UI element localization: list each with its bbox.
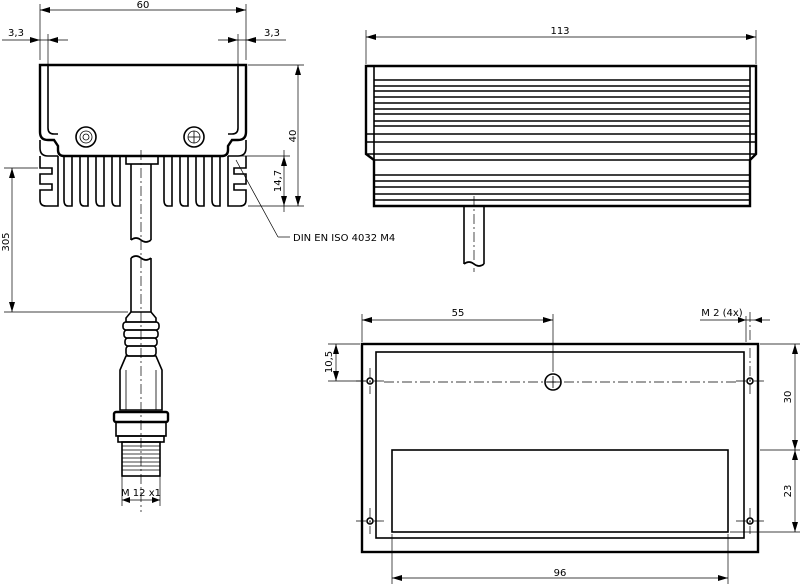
cable bbox=[130, 150, 152, 512]
front-housing-inner bbox=[47, 65, 239, 135]
dim-height-label: 40 bbox=[288, 130, 299, 143]
dim-left-offset-label: 3,3 bbox=[8, 28, 24, 39]
bottom-mount-hole-bl bbox=[356, 508, 384, 534]
bottom-mount-hole-tr bbox=[736, 312, 766, 394]
dim-window-width-label: 96 bbox=[554, 568, 567, 579]
dim-window-width: 96 bbox=[391, 534, 729, 584]
side-view: 113 bbox=[364, 26, 758, 272]
thread-note: DIN EN ISO 4032 M4 bbox=[235, 159, 395, 244]
dim-window-height: 23 bbox=[730, 450, 800, 533]
dim-hole-distance-label: 55 bbox=[452, 308, 465, 319]
side-fins bbox=[366, 79, 756, 201]
dim-hole-distance: 55 bbox=[361, 308, 553, 342]
dim-right-offset: 3,3 bbox=[218, 28, 286, 64]
dim-left-offset: 3,3 bbox=[2, 28, 68, 64]
dim-edge-offset: 10,5 bbox=[324, 343, 366, 382]
dim-screw-note: M 2 (4x) bbox=[700, 308, 770, 342]
dim-connector-thread: M 12 x1 bbox=[121, 476, 161, 506]
thread-note-label: DIN EN ISO 4032 M4 bbox=[293, 233, 395, 244]
dim-screw-note-label: M 2 (4x) bbox=[701, 308, 743, 319]
bottom-cable-hole bbox=[384, 314, 736, 391]
dim-connector-thread-label: M 12 x1 bbox=[121, 488, 161, 499]
bottom-mount-hole-br bbox=[736, 508, 766, 534]
dim-length-label: 113 bbox=[550, 26, 569, 37]
dim-fin-height-label: 14,7 bbox=[273, 170, 284, 192]
dim-length-113: 113 bbox=[365, 26, 757, 64]
front-view: 60 3,3 3,3 40 bbox=[1, 0, 395, 512]
dim-height-40: 40 bbox=[248, 64, 304, 207]
side-housing-outline bbox=[364, 64, 758, 208]
dim-depth-30: 30 bbox=[760, 343, 800, 451]
front-screw-right bbox=[183, 126, 205, 148]
bottom-inner-frame bbox=[375, 351, 745, 539]
front-rail-left bbox=[39, 140, 58, 157]
dim-edge-offset-label: 10,5 bbox=[324, 351, 335, 373]
m12-connector bbox=[112, 311, 170, 477]
front-screw-left bbox=[75, 126, 97, 148]
dim-right-offset-label: 3,3 bbox=[264, 28, 280, 39]
bottom-view: 55 M 2 (4x) 10,5 30 bbox=[324, 308, 800, 584]
cable-gland bbox=[125, 155, 159, 165]
dim-cable-length: 305 bbox=[1, 167, 128, 313]
bottom-window bbox=[391, 449, 729, 533]
dim-depth-label: 30 bbox=[783, 391, 794, 404]
front-cooling-fins bbox=[39, 156, 247, 207]
side-cable bbox=[463, 196, 485, 272]
front-housing-outline bbox=[38, 63, 248, 158]
dim-fin-height: 14,7 bbox=[230, 150, 290, 212]
dim-width-60: 60 bbox=[39, 0, 247, 60]
dim-width-label: 60 bbox=[137, 0, 150, 11]
dim-window-height-label: 23 bbox=[783, 485, 794, 498]
dim-cable-length-label: 305 bbox=[1, 232, 12, 251]
bottom-housing-outline bbox=[360, 342, 760, 554]
